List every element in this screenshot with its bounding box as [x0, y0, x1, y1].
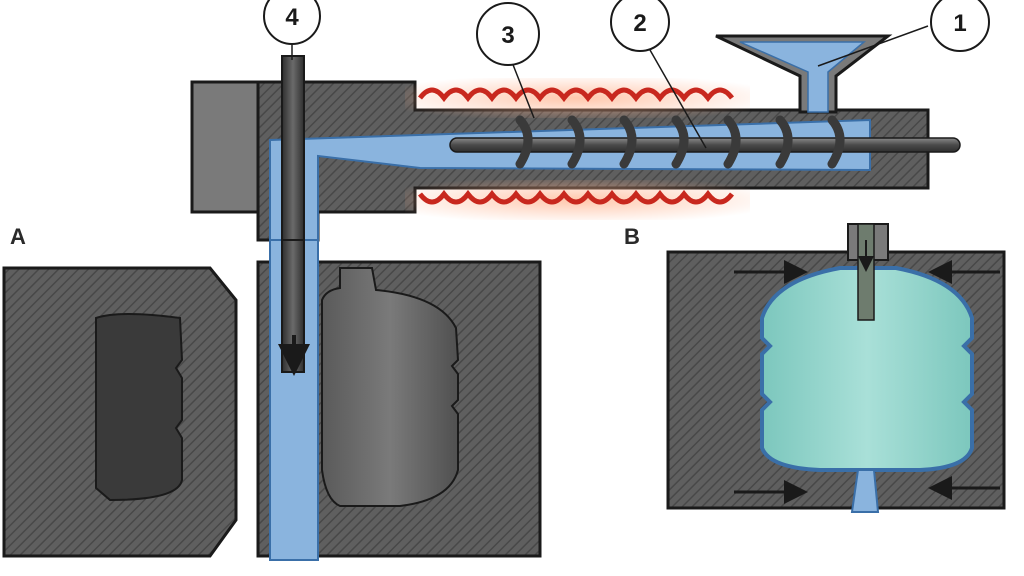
pinch-off-tail — [850, 469, 880, 513]
parison-bottle — [321, 267, 460, 507]
callout-label: 1 — [953, 10, 966, 37]
panel-label-a: A — [10, 224, 26, 249]
blow-pin-b — [857, 223, 875, 321]
callout-label: 3 — [501, 22, 514, 49]
panel-a — [2, 239, 542, 561]
mold-half-left-cavity — [95, 313, 184, 502]
hopper-plastic — [739, 41, 867, 113]
callout-circle — [476, 2, 540, 66]
callout-3: 3 — [476, 2, 540, 66]
callout-label: 2 — [633, 10, 646, 37]
heater-coils — [418, 87, 734, 205]
extrusion-screw — [449, 115, 961, 169]
screw-flights — [515, 115, 845, 169]
callout-circle — [610, 0, 670, 52]
callout-2: 2 — [610, 0, 670, 52]
callout-label: 4 — [285, 4, 299, 31]
callout-1: 1 — [930, 0, 990, 52]
heater-coil-top — [418, 87, 734, 103]
panel-b — [666, 223, 1006, 513]
callout-4: 4 — [263, 0, 321, 45]
leader-2 — [641, 35, 707, 149]
panel-label-b: B — [624, 224, 640, 249]
callout-circle — [930, 0, 990, 52]
leader-1 — [817, 25, 929, 67]
extruder-end-block — [190, 80, 260, 214]
hopper — [715, 34, 893, 114]
callout-circle — [263, 0, 321, 45]
heater-coil-bottom — [418, 189, 734, 205]
heater-glow-top — [405, 78, 750, 118]
